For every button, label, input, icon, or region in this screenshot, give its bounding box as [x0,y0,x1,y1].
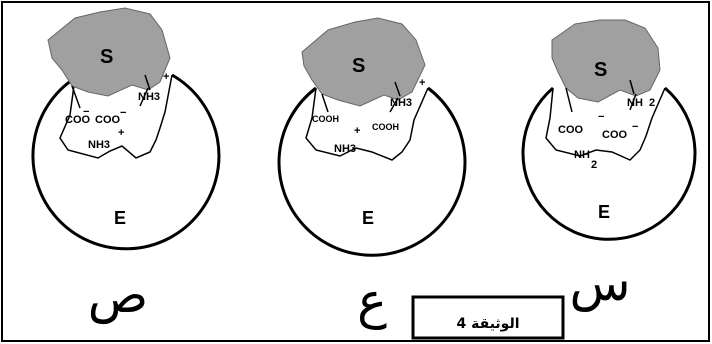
group-right: COO [602,129,628,141]
bond-link [321,93,329,113]
enzyme-outline [31,73,221,251]
substrate-shape [301,17,426,107]
model-label: ع [357,272,387,330]
group-bottom-subscript: 2 [591,159,597,171]
group-bottom: NH3 [88,139,110,151]
charge-top-right: + [419,77,425,89]
substrate-label: S [100,46,113,68]
active-site-pocket [305,87,429,161]
substrate-label: S [352,55,365,77]
group-top-right: NH [627,97,643,109]
group-top-right: NH3 [390,97,412,109]
group-top-right: NH3 [138,91,160,103]
substrate-shape [47,7,171,97]
bond-link [629,93,637,111]
group-right: COOH [372,122,399,132]
group-left: COOH [312,114,339,124]
substrate-shape [551,19,661,103]
charge-left: − [83,106,89,118]
group-bottom: NH3 [334,143,356,155]
group-right: COO [95,114,121,126]
bond-link [394,81,401,97]
document-label-box [411,295,565,340]
active-site-pocket [545,87,666,161]
enzyme-outline [277,86,467,257]
enzyme-model-sin: S E NH 2 COO − COO − NH 2 س [521,19,697,312]
bond-link [565,87,573,113]
enzyme-label: E [598,202,610,222]
group-left: COO [65,114,91,126]
group-left: COO [558,124,584,136]
charge-right: − [632,121,638,133]
model-label: س [569,254,630,312]
enzyme-model-sad: S E NH3 + COO − COO − NH3 + ص [31,7,221,324]
substrate-label: S [594,59,607,81]
bond-link [144,74,151,91]
bond-link [629,79,635,95]
charge-bottom: + [354,125,360,137]
charge-top-right: + [163,71,169,83]
group-bottom: NH [574,149,590,161]
document-label: الوثيقة 4 [457,316,520,332]
bond-link [139,87,149,107]
model-label: ص [88,266,148,324]
enzyme-label: E [362,208,374,228]
enzyme-outline [521,86,697,241]
charge-bottom: + [118,127,124,139]
bond-link [389,97,399,113]
group-top-right-subscript: 2 [649,97,655,109]
charge-left: − [598,111,604,123]
enzyme-label: E [114,208,126,228]
bond-link [71,85,81,109]
charge-right: − [120,107,126,119]
enzyme-model-ain: S E NH3 + COOH COOH NH3 + ع [277,17,467,330]
active-site-pocket [59,74,173,159]
